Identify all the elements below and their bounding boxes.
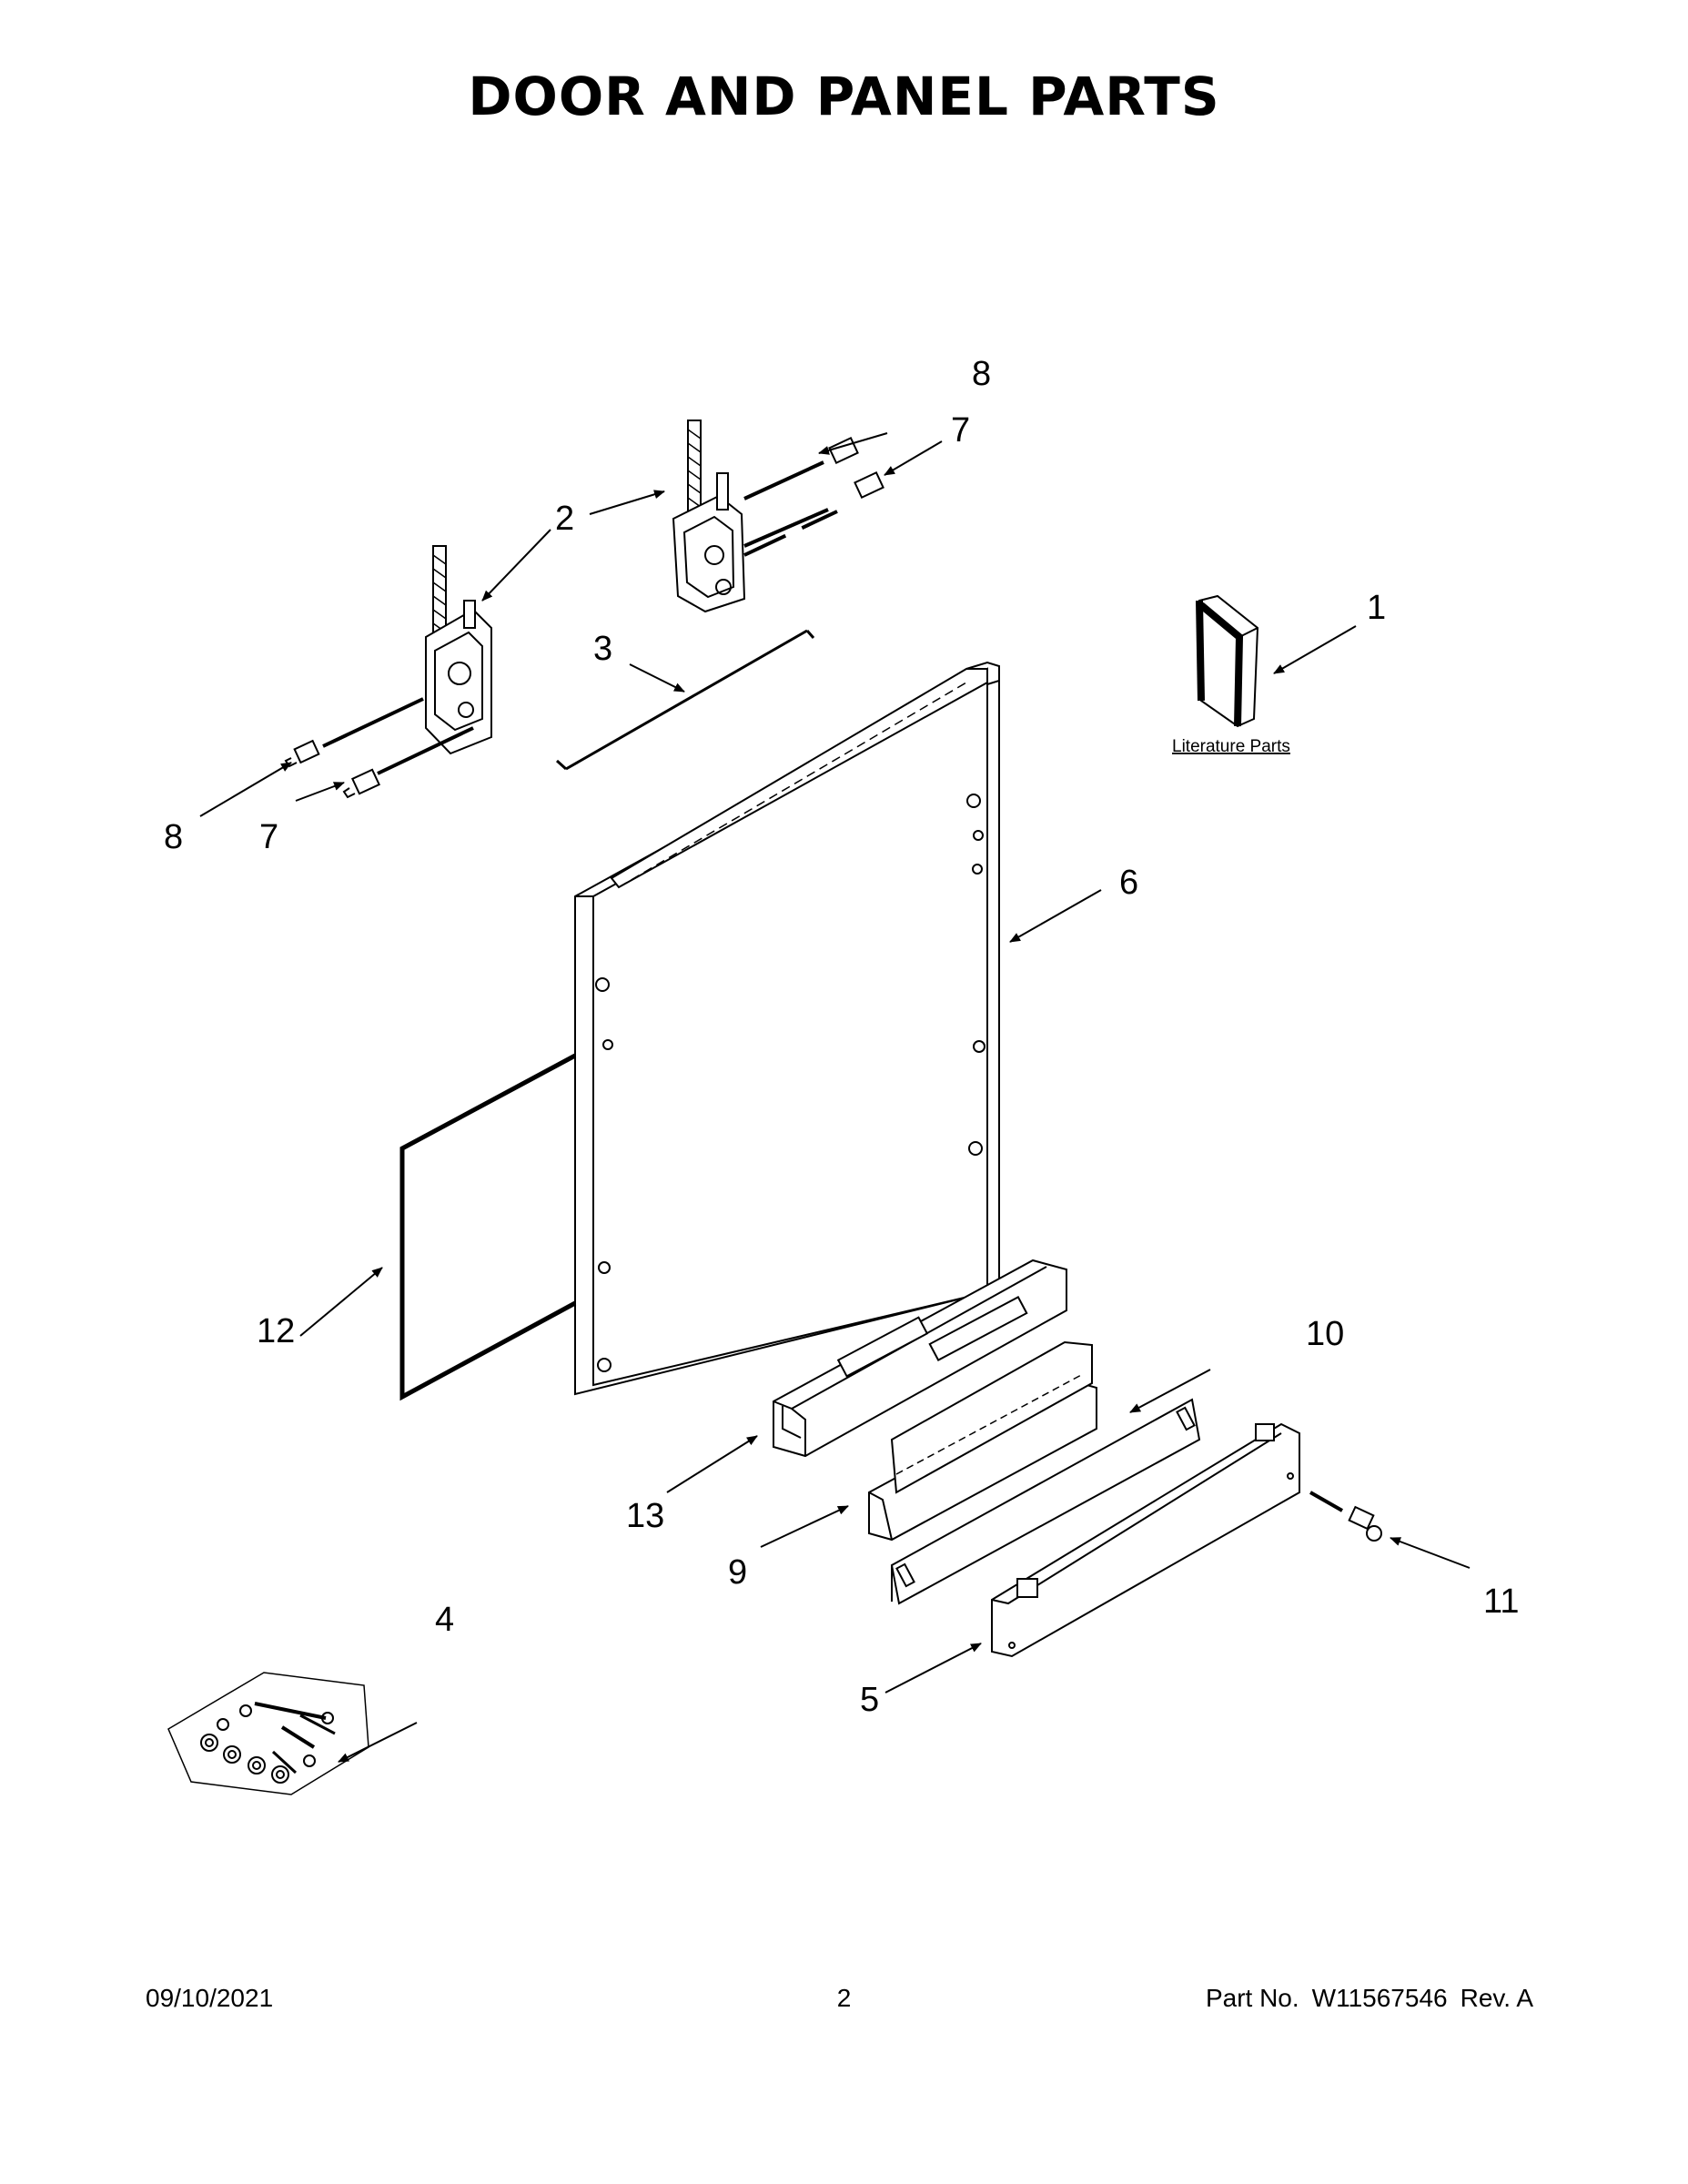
door-gasket (399, 1053, 577, 1401)
footer-page-number: 2 (836, 1984, 852, 2012)
toe-insulation-block (773, 1259, 1067, 1458)
callout-4: 4 (435, 1601, 454, 1639)
right-screws (743, 437, 884, 557)
kick-plate-screw (1309, 1491, 1382, 1542)
left-hinge (425, 545, 492, 755)
kick-plate-bracket (991, 1422, 1300, 1658)
callout-labels: 1 2 3 4 5 6 7 7 8 8 9 10 11 12 13 Litera… (164, 355, 1519, 1719)
left-screws (284, 697, 474, 799)
access-panel-strip (890, 1398, 1201, 1605)
callout-9: 9 (728, 1553, 747, 1592)
inner-door-panel (574, 661, 1000, 1396)
door-wire-rod (555, 629, 815, 771)
callout-7-left: 7 (259, 818, 278, 856)
callout-7-right: 7 (951, 411, 970, 450)
callout-8-left: 8 (164, 818, 183, 856)
literature-parts-label: Literature Parts (1172, 737, 1290, 756)
footer-revision: Rev. A (1460, 1984, 1533, 2012)
callout-10: 10 (1306, 1315, 1344, 1353)
callout-3: 3 (593, 630, 612, 668)
hardware-kit-bag (167, 1672, 369, 1795)
footer-part-label: Part No. (1205, 1984, 1299, 2012)
footer-part-number: W11567546 (1311, 1984, 1448, 2012)
callout-11: 11 (1483, 1582, 1519, 1621)
callout-13: 13 (626, 1497, 664, 1535)
callout-6: 6 (1119, 864, 1138, 902)
callout-5: 5 (860, 1681, 879, 1719)
callout-8-right: 8 (972, 355, 991, 393)
callout-12: 12 (257, 1312, 295, 1350)
right-hinge (672, 420, 746, 613)
footer-date: 09/10/2021 (146, 1984, 274, 2012)
leader-lines (199, 432, 1471, 1763)
callout-2: 2 (555, 500, 574, 538)
toe-insulation-strip (868, 1340, 1097, 1542)
literature-booklet (1196, 594, 1259, 728)
callout-1: 1 (1367, 589, 1386, 627)
footer-part-info: Part No. W11567546 Rev. A (1206, 1984, 1533, 2013)
page-title: DOOR AND PANEL PARTS (468, 66, 1220, 127)
